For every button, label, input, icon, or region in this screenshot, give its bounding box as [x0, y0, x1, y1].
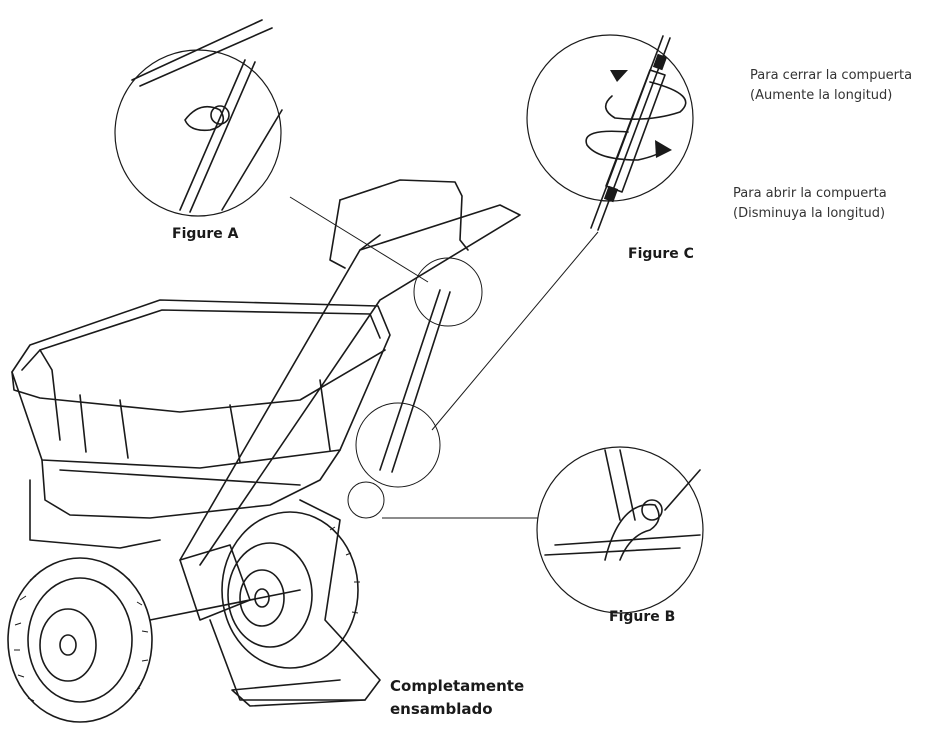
open-gate-line2: (Disminuya la longitud) [733, 206, 886, 221]
close-gate-note: Para cerrar la compuerta (Aumente la lon… [750, 66, 912, 106]
spreader-hopper [11, 299, 391, 549]
right-wheel [221, 511, 360, 669]
open-gate-note: Para abrir la compuerta (Disminuya la lo… [733, 184, 887, 224]
open-gate-line1: Para abrir la compuerta [733, 186, 887, 201]
close-gate-line1: Para cerrar la compuerta [750, 68, 913, 83]
counterclockwise-rotation-arrow-icon [585, 130, 672, 161]
clockwise-rotation-arrow-icon [604, 70, 687, 120]
spreader-frame [179, 179, 521, 707]
callout-figure-c [526, 34, 694, 231]
close-gate-line2: (Aumente la longitud) [750, 88, 893, 103]
callout-c-target-ring [355, 402, 441, 488]
caption-line2: ensamblado [390, 700, 493, 718]
assembled-caption: Completamente ensamblado [390, 675, 524, 721]
leader-lines [289, 196, 599, 519]
axle [149, 544, 301, 621]
caption-line1: Completamente [390, 677, 525, 695]
callout-figure-a [114, 19, 283, 217]
figure-b-label: Figure B [609, 609, 676, 625]
callout-a-target-ring [413, 257, 483, 327]
left-wheel [7, 557, 153, 723]
figure-c-label: Figure C [628, 246, 694, 262]
callout-figure-b [536, 446, 704, 614]
callout-b-target-ring [347, 481, 385, 519]
figure-a-label: Figure A [172, 226, 239, 242]
